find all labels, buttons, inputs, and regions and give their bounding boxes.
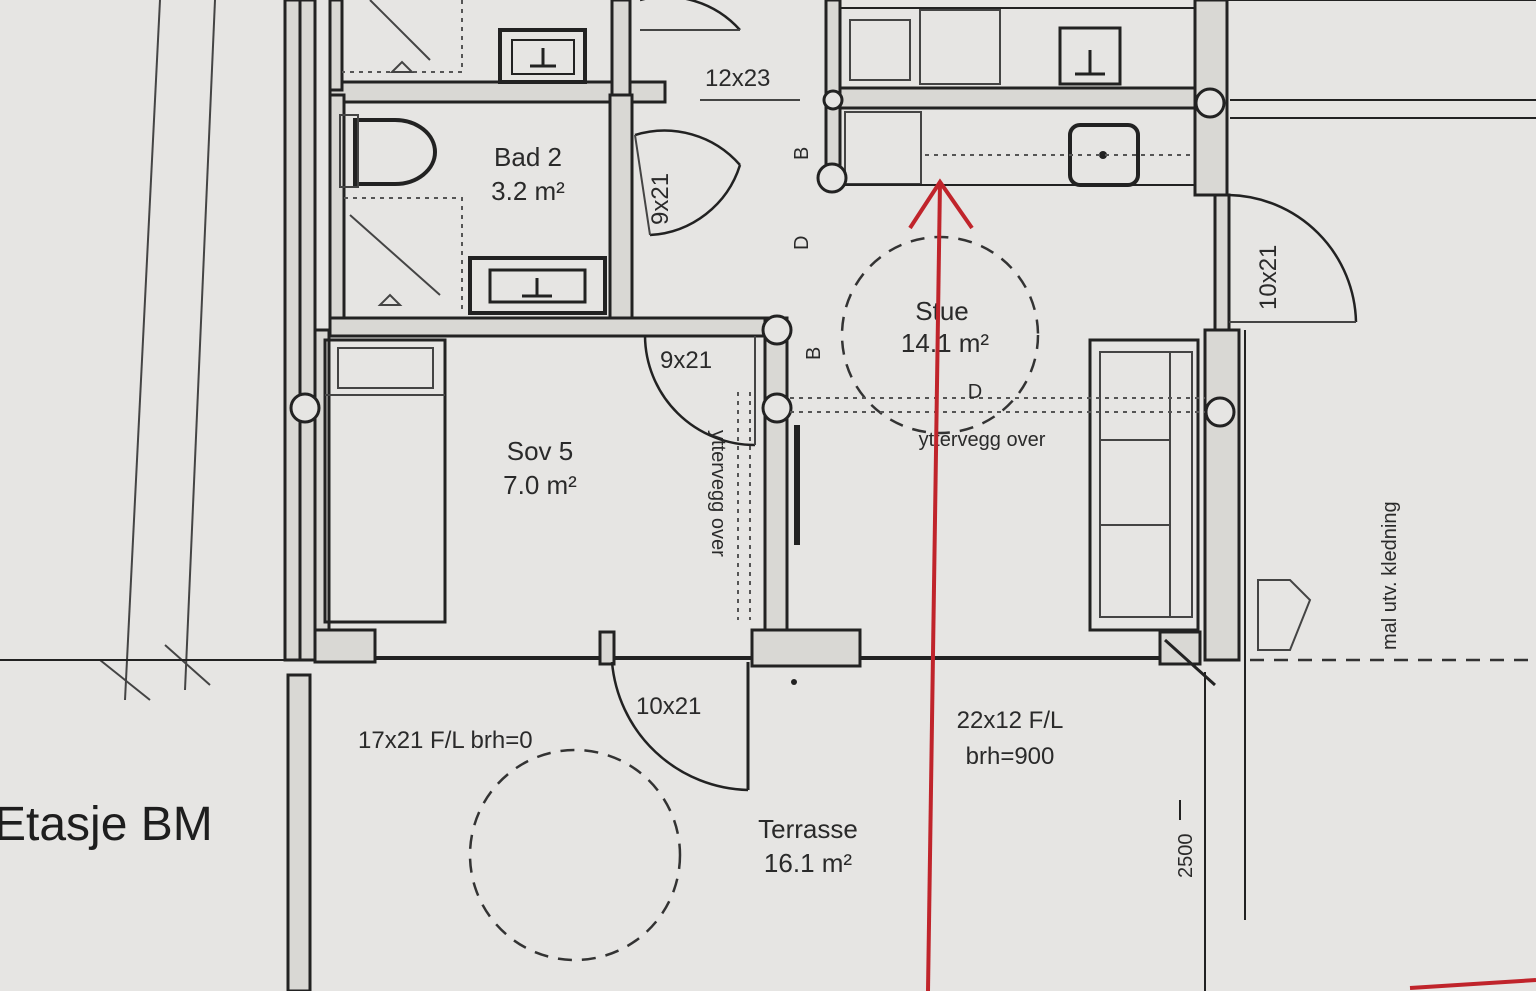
left-reference-lines [0,0,290,701]
sink-icon-2 [468,256,607,315]
partition-wall: yttervegg over B [707,314,825,635]
note-yttervegg-horizontal: yttervegg over [919,429,1046,451]
door-dim-stue-right: 10x21 [1255,245,1282,310]
right-wall: 10x21 mal utv. kledning [1203,193,1536,920]
window-dim-left: 17x21 F/L brh=0 [358,727,533,754]
drain-icon-2 [377,293,403,306]
door-bad2: 9x21 [634,129,742,237]
red-arrow-annotation [908,178,1536,991]
room-area-sov5: 7.0 m² [503,470,577,500]
note-yttervegg-vertical: yttervegg over [707,430,729,557]
outer-left-wall [283,0,317,991]
sofa-icon [1088,338,1200,632]
sink-icon [498,28,587,84]
terrace-turning-circle [468,748,682,962]
room-name-sov5: Sov 5 [507,436,574,466]
note-b1: B [791,147,813,160]
room-name-bad2: Bad 2 [494,142,562,172]
window-dim-right-1: 22x12 F/L [957,707,1064,734]
dim-2500: 2500 [1175,834,1197,879]
note-kledning: mal utv. kledning [1379,501,1401,650]
door-dim-bad2: 9x21 [647,173,674,225]
door-sov5: 9x21 [643,335,756,447]
room-area-stue: 14.1 m² [901,328,989,358]
door-dim-sov5: 9x21 [660,347,712,374]
room-name-terrasse: Terrasse [758,814,858,844]
facade-wall [260,628,1217,687]
drawing-title: Etasje BM [0,798,213,851]
door-dim-top-hall: 12x23 [705,65,770,92]
room-name-stue: Stue [915,296,969,326]
terrace: 17x21 F/L brh=0 22x12 F/L brh=900 Terras… [358,672,1206,991]
room-area-terrasse: 16.1 m² [764,848,852,878]
door-top-hall: 12x23 [640,0,800,101]
toilet-icon [353,118,437,186]
room-sov5: Sov 5 7.0 m² [289,328,577,632]
column-marker [1194,87,1226,119]
note-d2: D [968,381,982,403]
drain-icon [389,60,415,73]
door-terrace: 10x21 [610,661,750,792]
top-bathroom [328,0,667,104]
kitchen-block: B D [791,0,1536,250]
window-dim-right-2: brh=900 [966,743,1055,770]
sink-icon-3 [1058,26,1122,86]
note-d1: D [791,236,813,250]
room-stue: Stue 14.1 m² D yttervegg over [790,235,1205,451]
door-dim-terrace: 10x21 [636,693,701,720]
room-area-bad2: 3.2 m² [491,176,565,206]
bed-icon [323,338,447,624]
note-b2: B [803,347,825,360]
room-bad2: Bad 2 3.2 m² [328,93,782,338]
